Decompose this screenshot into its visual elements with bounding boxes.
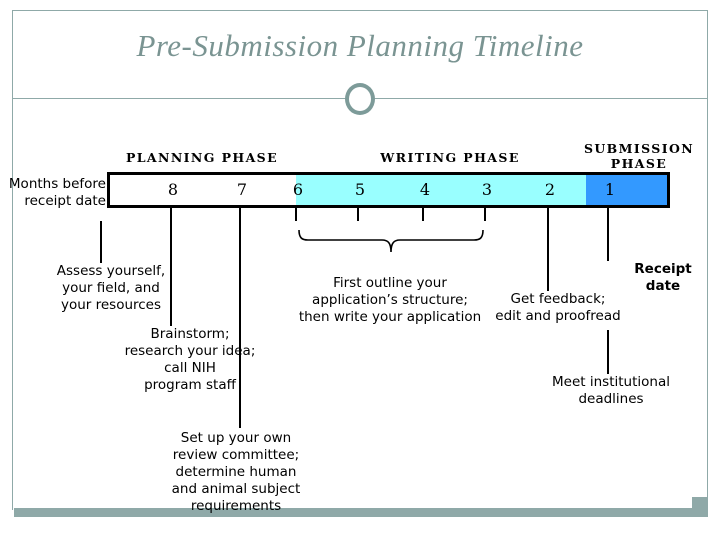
callout-review-committee: Set up your own review committee; determ… [171, 430, 301, 514]
curly-brace-icon [298, 229, 484, 253]
month-label-6: 6 [292, 180, 304, 199]
tick-7 [239, 208, 241, 221]
month-label-8: 8 [167, 180, 179, 199]
leader-line-brainstorm [170, 221, 172, 326]
callout-assess-yourself: Assess yourself, your field, and your re… [56, 263, 166, 313]
leader-line-committee [239, 221, 241, 428]
callout-receipt-date: Receipt date [634, 261, 692, 294]
footer-accent-bar [14, 508, 708, 517]
callout-brainstorm: Brainstorm; research your idea; call NIH… [124, 326, 256, 393]
month-label-4: 4 [419, 180, 431, 199]
tick-1 [607, 208, 609, 221]
axis-caption: Months before receipt date [8, 176, 106, 209]
leader-line-deadlines [607, 330, 609, 374]
callout-get-feedback: Get feedback; edit and proofread [495, 291, 621, 324]
frame-left-border [12, 10, 13, 510]
frame-top-border [12, 10, 708, 11]
tick-2 [547, 208, 549, 221]
month-label-5: 5 [354, 180, 366, 199]
phase-header-submission: SUBMISSION PHASE [583, 141, 695, 171]
tick-6 [295, 208, 297, 221]
tick-4 [422, 208, 424, 221]
segment-writing [296, 175, 586, 205]
footer-corner-tab [692, 497, 708, 509]
callout-institutional-deadlines: Meet institutional deadlines [552, 374, 670, 407]
tick-5 [357, 208, 359, 221]
phase-header-writing: WRITING PHASE [380, 150, 520, 165]
segment-planning [110, 175, 296, 205]
segment-submission [586, 175, 667, 205]
circle-ornament-icon [345, 83, 375, 115]
phase-header-planning: PLANNING PHASE [125, 150, 279, 165]
leader-line-receipt [607, 221, 609, 261]
frame-right-border [707, 10, 708, 505]
month-label-2: 2 [544, 180, 556, 199]
page-title: Pre-Submission Planning Timeline [136, 28, 584, 63]
leader-line-feedback [547, 221, 549, 291]
timeline-bar: 8 7 6 5 4 3 2 1 [107, 172, 670, 208]
leader-line-assess [100, 221, 102, 263]
month-label-3: 3 [481, 180, 493, 199]
month-label-7: 7 [236, 180, 248, 199]
callout-outline-application: First outline your application’s structu… [298, 275, 482, 325]
month-label-1: 1 [604, 180, 616, 199]
tick-3 [484, 208, 486, 221]
tick-8 [170, 208, 172, 221]
